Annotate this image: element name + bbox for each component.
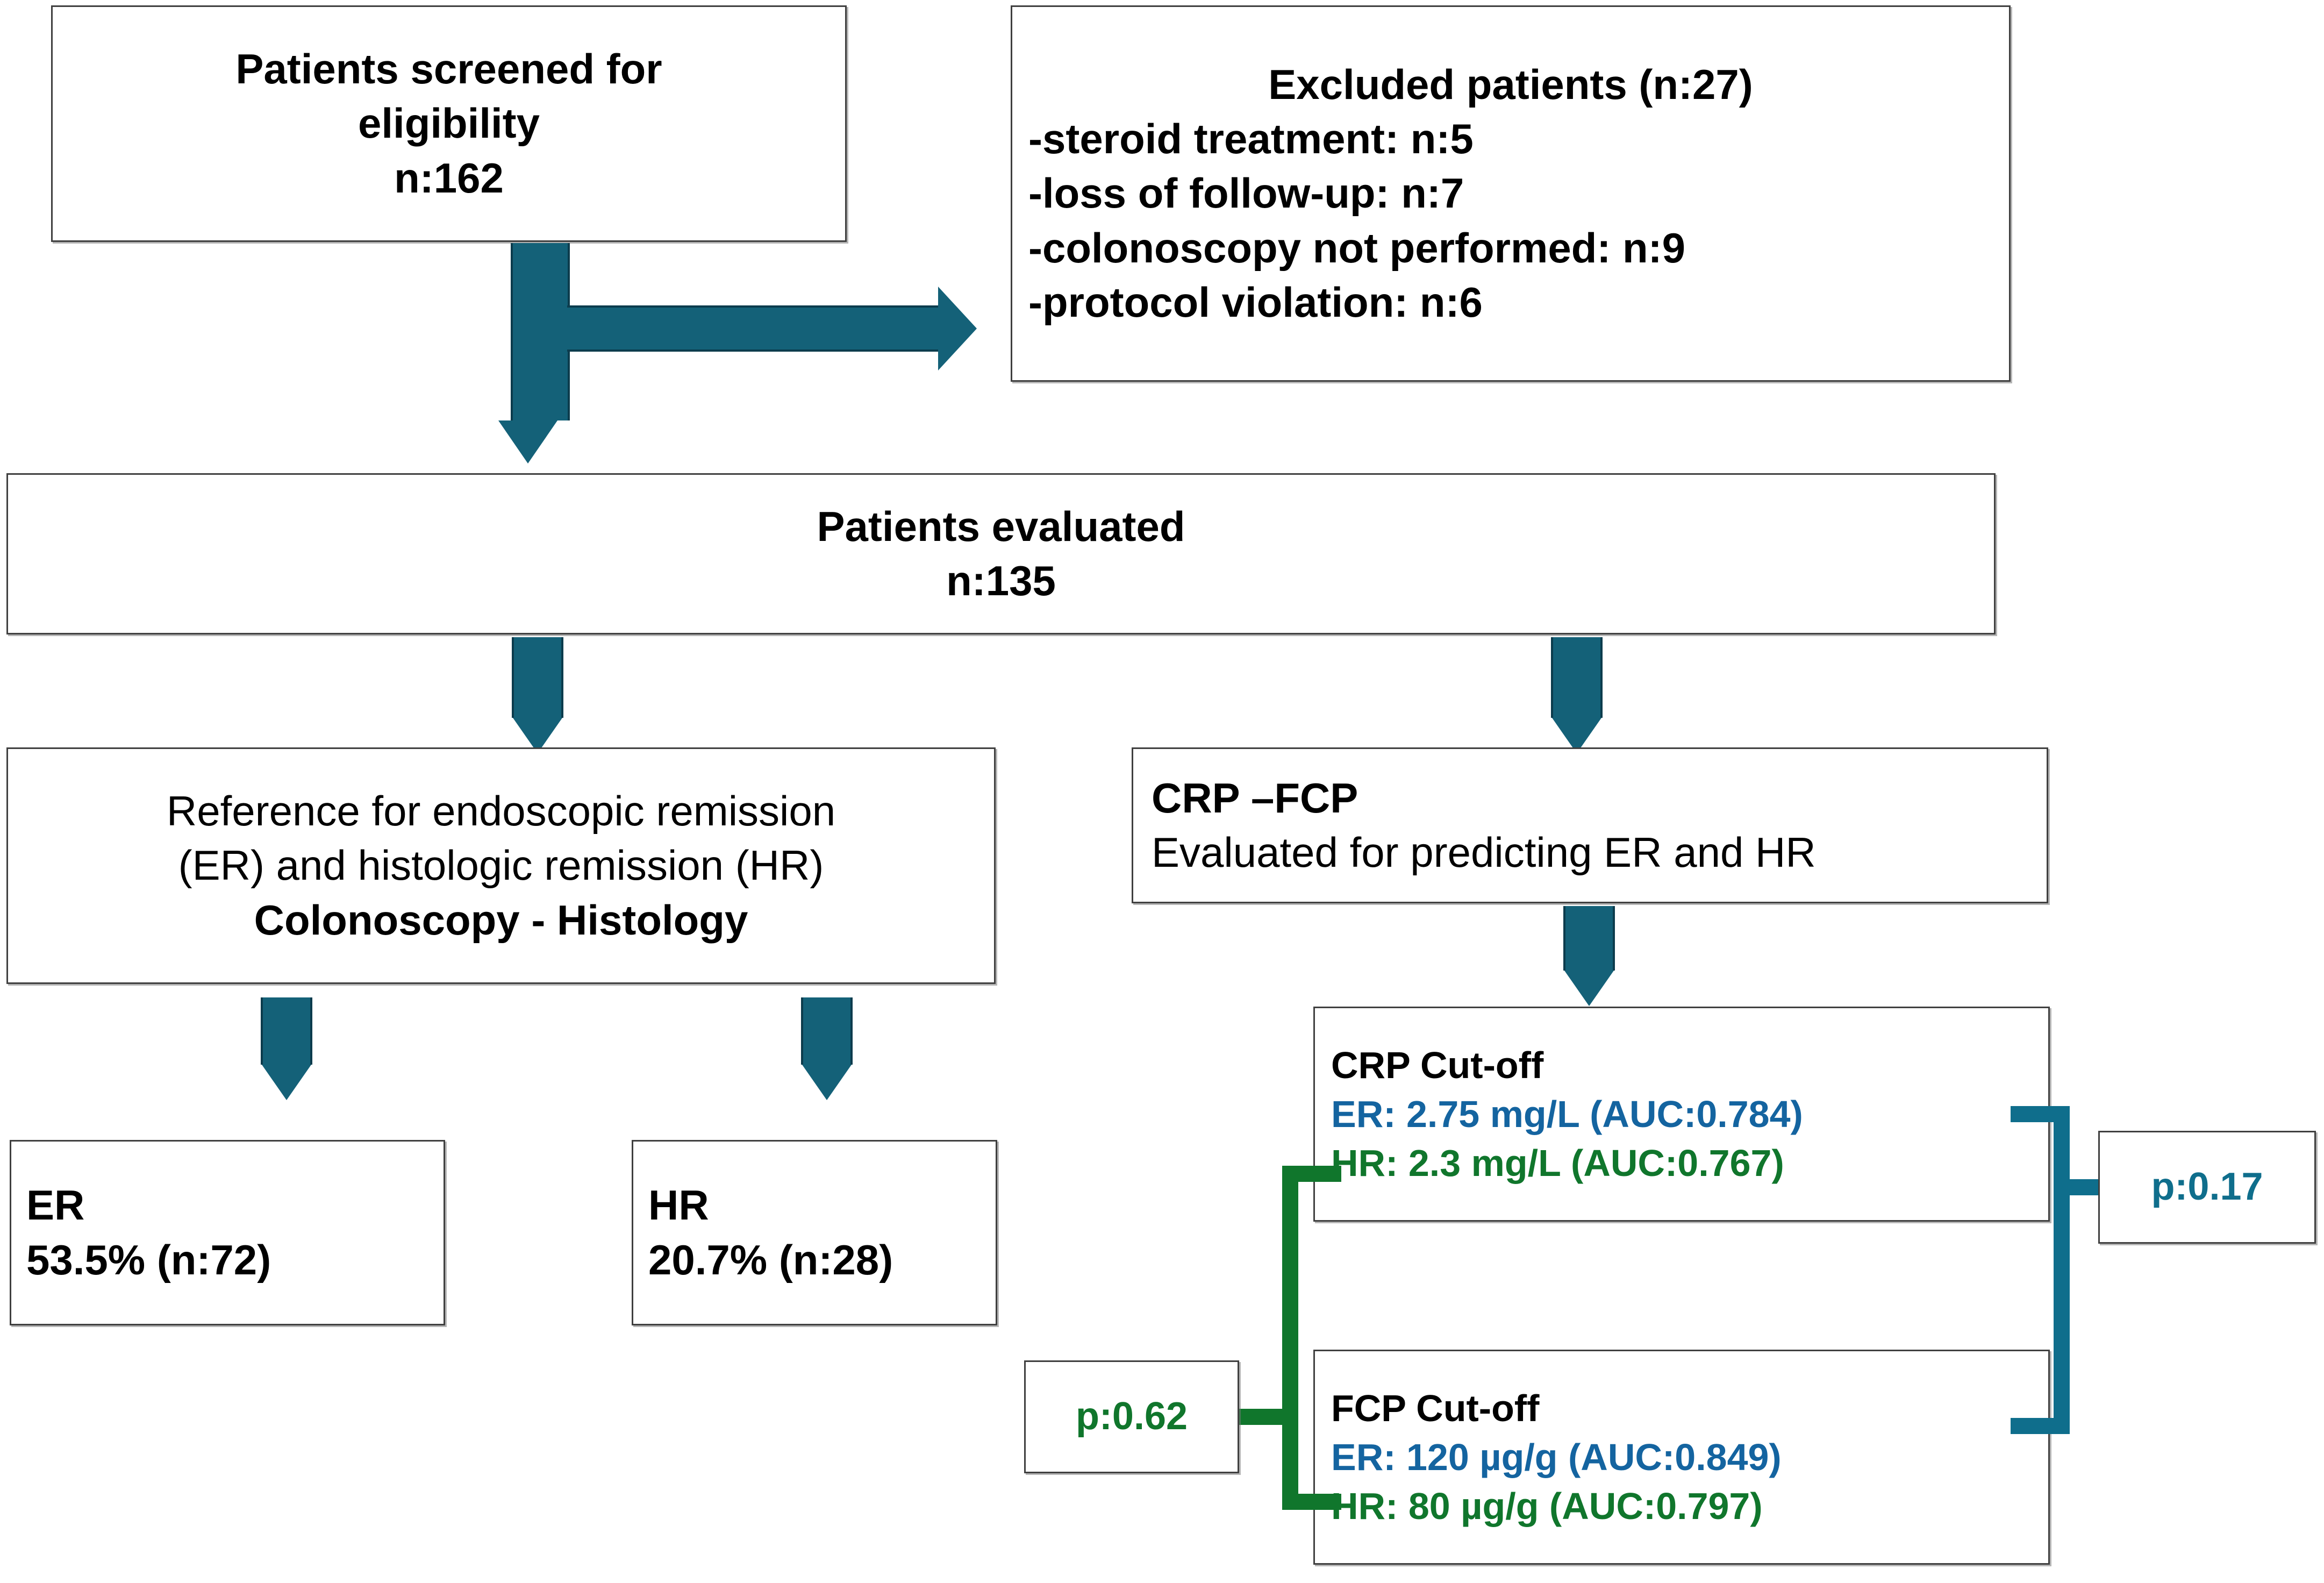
screened-line2: eligibility — [357, 99, 540, 147]
crpfcp-line2: Evaluated for predicting ER and HR — [1152, 829, 1816, 876]
crp-cutoff-title: CRP Cut-off — [1331, 1044, 1544, 1086]
bracket-blue-spine — [2054, 1106, 2070, 1434]
arrow-reference-to-er-head — [262, 1065, 311, 1100]
excluded-title: Excluded patients (n:27) — [1268, 60, 1753, 108]
box-patients-evaluated: Patients evaluated n:135 — [6, 473, 1996, 634]
box-fcp-cutoff: FCP Cut-off ER: 120 µg/g (AUC:0.849) HR:… — [1313, 1350, 2050, 1565]
crp-cutoff-hr: HR: 2.3 mg/L (AUC:0.767) — [1331, 1142, 1784, 1184]
arrow-screened-down-head — [498, 420, 557, 464]
bracket-green-mid-stub — [1234, 1409, 1296, 1425]
arrow-evaluated-to-reference — [512, 637, 563, 718]
arrow-to-excluded-head — [938, 287, 977, 370]
box-er-result: ER 53.5% (n:72) — [10, 1140, 445, 1325]
er-result-value: 53.5% (n:72) — [26, 1236, 271, 1283]
excluded-reason-3: -protocol violation: n:6 — [1028, 279, 1483, 326]
reference-line2: (ER) and histologic remission (HR) — [178, 842, 824, 889]
arrow-reference-to-hr-head — [802, 1065, 852, 1100]
crpfcp-line1: CRP –FCP — [1152, 774, 1358, 822]
box-p-value-hr: p:0.62 — [1024, 1360, 1239, 1473]
fcp-cutoff-hr: HR: 80 µg/g (AUC:0.797) — [1331, 1485, 1763, 1527]
arrow-reference-to-hr — [801, 997, 853, 1065]
reference-line3: Colonoscopy - Histology — [254, 896, 748, 944]
fcp-cutoff-er: ER: 120 µg/g (AUC:0.849) — [1331, 1436, 1782, 1478]
arrow-evaluated-to-crpfcp — [1551, 637, 1603, 718]
arrow-crpfcp-to-crpcutoff — [1563, 906, 1615, 971]
excluded-reason-2: -colonoscopy not performed: n:9 — [1028, 224, 1686, 272]
p-value-er-text: p:0.17 — [2151, 1165, 2263, 1209]
fcp-cutoff-title: FCP Cut-off — [1331, 1387, 1540, 1429]
evaluated-line1: Patients evaluated — [817, 502, 1185, 550]
excluded-reason-0: -steroid treatment: n:5 — [1028, 115, 1474, 162]
p-value-hr-text: p:0.62 — [1075, 1395, 1188, 1438]
arrow-reference-to-er — [261, 997, 312, 1065]
bracket-green-spine — [1282, 1166, 1298, 1510]
bracket-blue-bottom-stub — [2011, 1418, 2070, 1434]
hr-result-value: 20.7% (n:28) — [648, 1236, 893, 1283]
box-patients-screened: Patients screened for eligibility n:162 — [51, 5, 847, 242]
arrow-to-excluded — [567, 305, 938, 352]
arrow-crpfcp-to-crpcutoff-head — [1564, 971, 1614, 1006]
box-crp-cutoff: CRP Cut-off ER: 2.75 mg/L (AUC:0.784) HR… — [1313, 1007, 2050, 1222]
arrow-screened-down — [511, 243, 570, 420]
box-crp-fcp: CRP –FCP Evaluated for predicting ER and… — [1132, 747, 2048, 903]
excluded-reason-1: -loss of follow-up: n:7 — [1028, 169, 1464, 217]
crp-cutoff-er: ER: 2.75 mg/L (AUC:0.784) — [1331, 1093, 1803, 1135]
screened-line1: Patients screened for — [235, 45, 662, 92]
reference-line1: Reference for endoscopic remission — [166, 787, 836, 835]
box-hr-result: HR 20.7% (n:28) — [632, 1140, 997, 1325]
bracket-green-bottom-stub — [1282, 1494, 1341, 1510]
box-reference: Reference for endoscopic remission (ER) … — [6, 747, 996, 984]
hr-result-label: HR — [648, 1181, 709, 1229]
box-p-value-er: p:0.17 — [2098, 1131, 2316, 1244]
er-result-label: ER — [26, 1181, 85, 1229]
evaluated-line2: n:135 — [946, 557, 1056, 604]
screened-line3: n:162 — [394, 154, 504, 202]
bracket-blue-mid-stub — [2054, 1179, 2105, 1195]
box-excluded-patients: Excluded patients (n:27) -steroid treatm… — [1011, 5, 2011, 382]
